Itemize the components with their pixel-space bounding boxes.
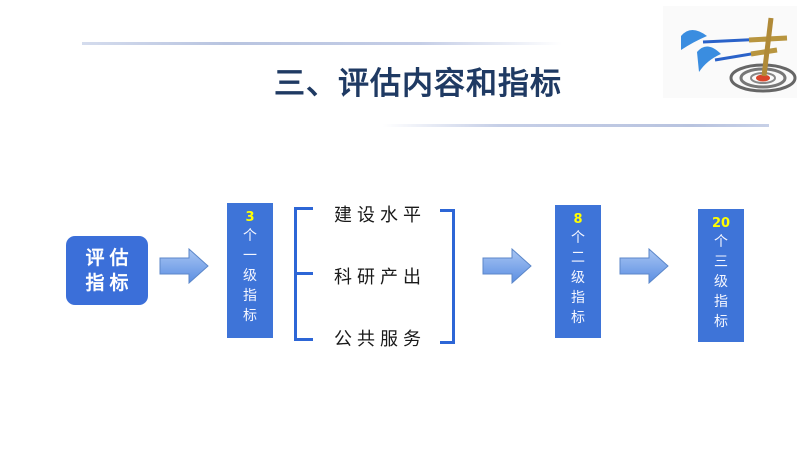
level1-char: 指: [243, 288, 257, 304]
page-title: 三、评估内容和指标: [274, 66, 562, 102]
level1-char: 标: [243, 308, 257, 324]
header-divider-bottom: [383, 124, 769, 127]
arrow-right-icon: [482, 248, 532, 284]
level2-char: 个: [571, 230, 585, 246]
right-bracket: [440, 209, 455, 344]
level1-count: 3: [245, 210, 255, 225]
darts-target-icon: [663, 6, 797, 98]
level1-char: 级: [243, 268, 257, 284]
level2-char: 标: [571, 310, 585, 326]
level2-char: 指: [571, 290, 585, 306]
level3-indicators-box: 20 个 三 级 指 标: [698, 209, 744, 342]
root-node-evaluation-indicators: 评估 指标: [66, 236, 148, 305]
level1-item-research-output: 科研产出: [334, 267, 426, 288]
level3-char: 标: [714, 314, 728, 330]
root-label-line: 评估: [85, 246, 134, 269]
header-divider-top: [82, 42, 562, 45]
level1-item-public-service: 公共服务: [334, 329, 426, 350]
level3-char: 级: [714, 274, 728, 290]
level1-indicators-box: 3 个 一 级 指 标: [227, 203, 273, 338]
level3-count: 20: [711, 216, 731, 231]
root-label-line: 指标: [85, 271, 134, 294]
level2-char: 级: [571, 270, 585, 286]
level3-char: 个: [714, 234, 728, 250]
left-bracket: [294, 207, 313, 341]
level2-indicators-box: 8 个 二 级 指 标: [555, 205, 601, 338]
level1-char: 个: [243, 228, 257, 244]
arrow-right-icon: [619, 248, 669, 284]
level1-char: 一: [243, 248, 257, 264]
level2-count: 8: [573, 212, 583, 227]
level1-item-construction: 建设水平: [334, 205, 426, 226]
arrow-right-icon: [159, 248, 209, 284]
level2-char: 二: [571, 250, 585, 266]
level3-char: 指: [714, 294, 728, 310]
left-bracket-tick: [297, 272, 313, 275]
level3-char: 三: [714, 254, 728, 270]
